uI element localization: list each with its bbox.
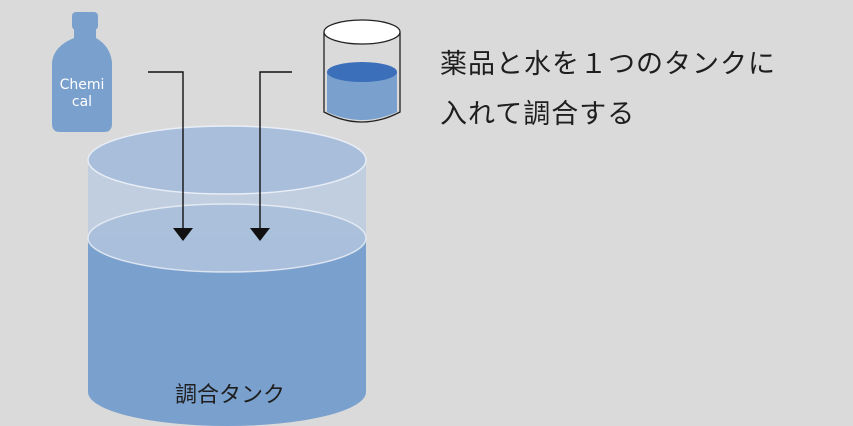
caption-line-1: 薬品と水を１つのタンクに xyxy=(440,49,776,80)
beaker-outline xyxy=(323,32,401,123)
arrow-chemical-line xyxy=(148,71,184,228)
tank-top xyxy=(87,125,367,195)
description-caption: 薬品と水を１つのタンクに 入れて調合する xyxy=(440,40,840,140)
bottle-body xyxy=(52,28,112,132)
water-beaker xyxy=(323,19,401,123)
arrow-chemical-head xyxy=(173,228,193,241)
chemical-bottle: Chemi cal xyxy=(52,12,112,132)
flow-arrows xyxy=(148,71,292,241)
mixing-tank: 調合タンク xyxy=(87,125,367,426)
beaker-rim xyxy=(323,19,401,45)
bottle-label-line2: cal xyxy=(72,94,92,110)
beaker-liquid xyxy=(327,72,397,120)
bottle-label-line1: Chemi xyxy=(60,77,105,93)
tank-label: 調合タンク xyxy=(175,383,285,408)
caption-line-2: 入れて調合する xyxy=(440,99,636,130)
bottle-cap xyxy=(72,12,98,30)
tank-liquid xyxy=(88,238,366,426)
arrow-water-head xyxy=(250,228,270,241)
tank-liquid-surface xyxy=(87,203,367,273)
arrow-water-line xyxy=(259,71,292,228)
beaker-liquid-surface xyxy=(327,62,397,82)
